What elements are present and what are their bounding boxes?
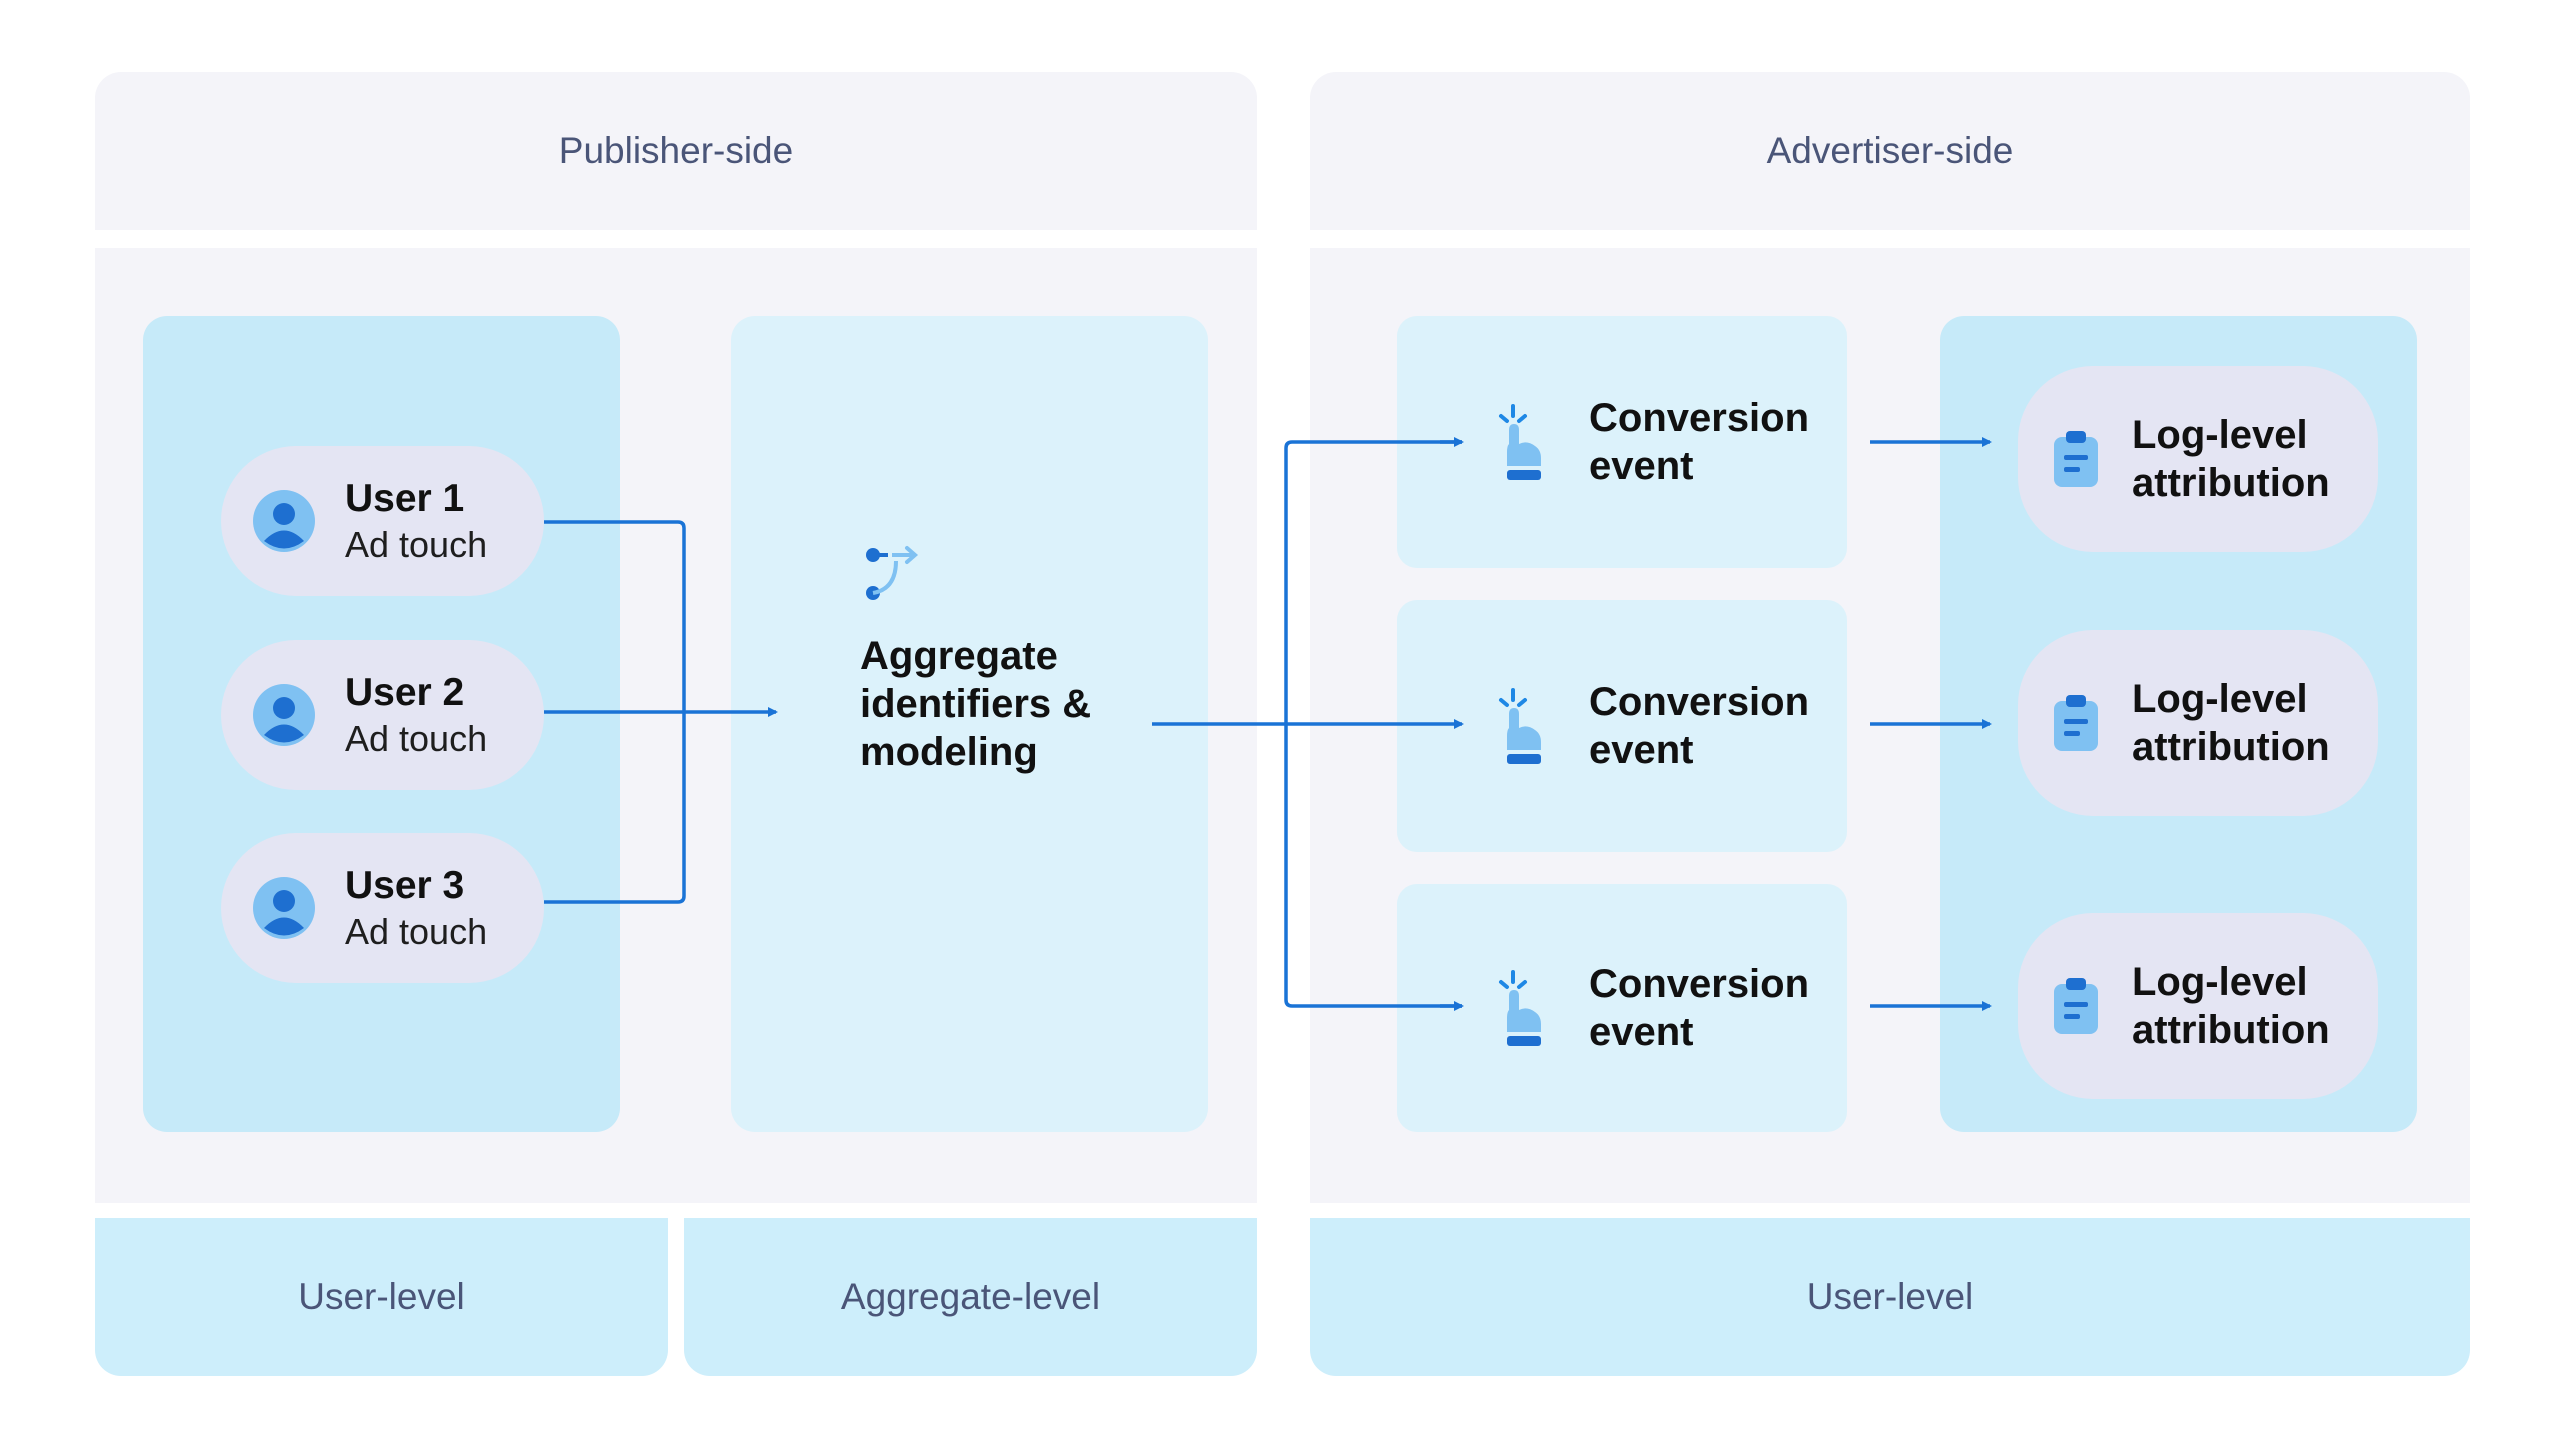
- user-name: User 3: [345, 864, 465, 907]
- footer-label: User-level: [298, 1276, 465, 1317]
- user-pill-2: User 2 Ad touch: [221, 640, 544, 790]
- footer-label: User-level: [1806, 1276, 1974, 1317]
- attribution-line: attribution: [2132, 461, 2330, 505]
- user-avatar-icon: [253, 684, 315, 746]
- attribution-label: Log-level attribution: [2132, 675, 2330, 771]
- attribution-line: attribution: [2132, 1008, 2330, 1052]
- user-avatar-icon: [253, 490, 315, 552]
- tap-finger-icon: [1499, 970, 1541, 1046]
- footer-user-level-advertiser: User-level: [1310, 1218, 2470, 1376]
- aggregate-label: Aggregate identifiers & modeling: [860, 632, 1190, 776]
- conversion-line: event: [1589, 728, 1694, 772]
- conversion-line: event: [1589, 1010, 1694, 1054]
- attribution-line: attribution: [2132, 725, 2330, 769]
- attribution-pill-3: Log-level attribution: [2018, 913, 2378, 1099]
- clipboard-icon: [2054, 978, 2098, 1034]
- user-avatar-icon: [253, 877, 315, 939]
- aggregate-line: Aggregate: [860, 634, 1058, 678]
- attribution-line: Log-level: [2132, 413, 2308, 457]
- attribution-pill-1: Log-level attribution: [2018, 366, 2378, 552]
- conversion-label: Conversion event: [1589, 960, 1809, 1056]
- user-pill-1: User 1 Ad touch: [221, 446, 544, 596]
- footer-label: Aggregate-level: [840, 1276, 1101, 1317]
- clipboard-icon: [2054, 695, 2098, 751]
- publisher-side-label: Publisher-side: [558, 130, 794, 171]
- aggregate-line: identifiers &: [860, 682, 1092, 726]
- aggregate-column: [731, 316, 1208, 1132]
- merge-icon: [866, 546, 919, 600]
- user-name: User 1: [345, 477, 465, 520]
- publisher-side-header: Publisher-side: [95, 72, 1257, 230]
- user-name: User 2: [345, 671, 465, 714]
- user-subtitle: Ad touch: [345, 717, 488, 759]
- conversion-line: Conversion: [1589, 396, 1810, 440]
- attribution-label: Log-level attribution: [2132, 411, 2330, 507]
- conversion-line: Conversion: [1589, 680, 1810, 724]
- attribution-line: Log-level: [2132, 677, 2308, 721]
- clipboard-icon: [2054, 431, 2098, 487]
- advertiser-side-label: Advertiser-side: [1766, 130, 2014, 171]
- footer-user-level-publisher: User-level: [95, 1218, 668, 1376]
- conversion-label: Conversion event: [1589, 394, 1809, 490]
- footer-aggregate-level: Aggregate-level: [684, 1218, 1257, 1376]
- conversion-line: event: [1589, 444, 1694, 488]
- advertiser-side-header: Advertiser-side: [1310, 72, 2470, 230]
- user-subtitle: Ad touch: [345, 910, 488, 952]
- user-pill-3: User 3 Ad touch: [221, 833, 544, 983]
- attribution-line: Log-level: [2132, 960, 2308, 1004]
- conversion-event-box-3: Conversion event: [1397, 884, 1847, 1132]
- conversion-event-box-2: Conversion event: [1397, 600, 1847, 852]
- attribution-label: Log-level attribution: [2132, 958, 2330, 1054]
- tap-finger-icon: [1499, 688, 1541, 764]
- user-subtitle: Ad touch: [345, 523, 488, 565]
- tap-finger-icon: [1499, 404, 1541, 480]
- branch-connector: [1284, 440, 1462, 1008]
- conversion-line: Conversion: [1589, 962, 1810, 1006]
- attribution-pill-2: Log-level attribution: [2018, 630, 2378, 816]
- conversion-event-box-1: Conversion event: [1397, 316, 1847, 568]
- conversion-label: Conversion event: [1589, 678, 1809, 774]
- aggregate-line: modeling: [860, 730, 1038, 774]
